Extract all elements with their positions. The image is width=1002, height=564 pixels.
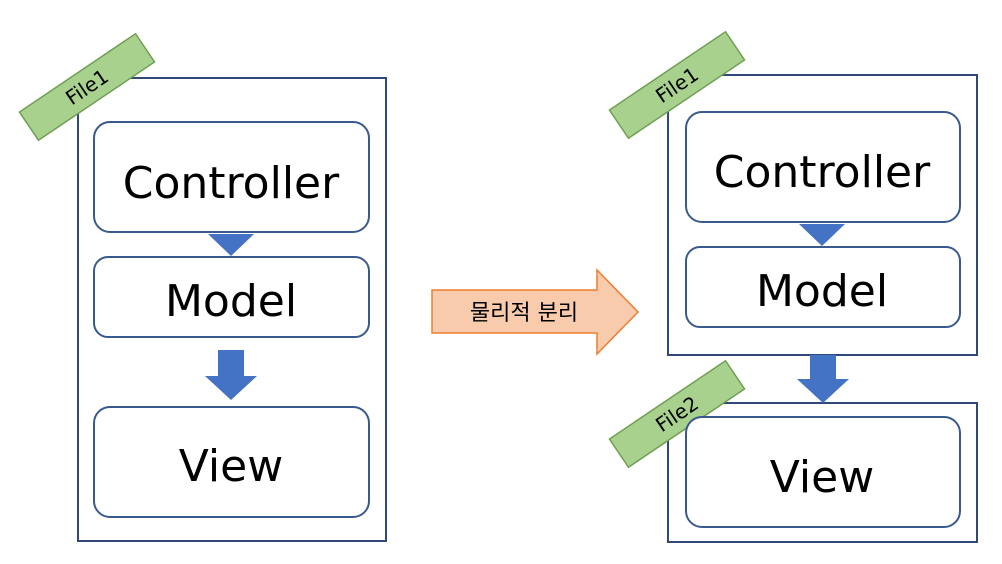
left-file1-tag-shape bbox=[18, 32, 156, 142]
right-controller-box bbox=[685, 111, 961, 223]
left-controller-box bbox=[93, 121, 370, 233]
separation-arrow-label: 물리적 분리 bbox=[470, 301, 578, 326]
left-view-label: View bbox=[179, 441, 283, 492]
right-file1-tag-shape bbox=[608, 30, 746, 140]
right-model-to-view-arrow bbox=[797, 355, 849, 403]
right-controller-label: Controller bbox=[714, 147, 931, 198]
left-controller-to-model-arrow bbox=[208, 234, 254, 256]
left-file1-tag: File1 bbox=[18, 32, 156, 142]
separation-arrow bbox=[431, 268, 640, 356]
left-controller-label: Controller bbox=[123, 158, 340, 209]
right-view-label: View bbox=[770, 452, 874, 503]
right-view-box bbox=[685, 416, 961, 528]
left-model-box bbox=[93, 256, 370, 338]
right-controller-to-model-arrow bbox=[799, 224, 845, 246]
right-model-box bbox=[685, 246, 961, 328]
right-model-label: Model bbox=[756, 266, 888, 317]
left-model-to-view-arrow bbox=[205, 350, 257, 400]
left-model-label: Model bbox=[165, 276, 297, 327]
left-view-box bbox=[93, 406, 370, 518]
